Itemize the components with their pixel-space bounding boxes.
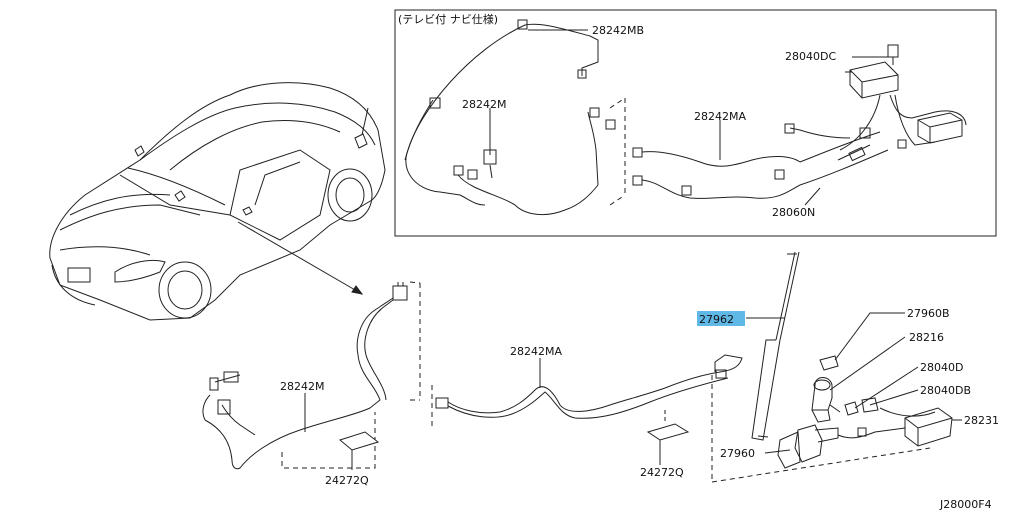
- car-illustration: [49, 82, 386, 321]
- label-inset-28242MA: 28242MA: [694, 110, 746, 123]
- main-harness-middle: [431, 354, 931, 483]
- inset-note: (テレビ付 ナビ仕様): [398, 12, 498, 26]
- label-28060N: 28060N: [772, 206, 815, 219]
- label-main-28242M: 28242M: [280, 380, 324, 393]
- label-27962: 27962: [699, 313, 734, 326]
- label-inset-28242M: 28242M: [462, 98, 506, 111]
- antenna-assembly: [751, 251, 953, 469]
- label-28040DC: 28040DC: [785, 50, 836, 63]
- label-24272Q-left: 24272Q: [325, 474, 369, 487]
- label-28231: 28231: [964, 414, 999, 427]
- label-28216: 28216: [909, 331, 944, 344]
- main-harness-left: [202, 281, 421, 470]
- label-28242MB: 28242MB: [592, 24, 644, 37]
- label-28040D: 28040D: [920, 361, 963, 374]
- highlight-27962: [697, 311, 745, 326]
- inset-frame: [394, 9, 997, 237]
- label-28040DB: 28040DB: [920, 384, 971, 397]
- label-main-28242MA: 28242MA: [510, 345, 562, 358]
- connector-top: [392, 285, 408, 301]
- diagram-code: J28000F4: [939, 498, 992, 511]
- label-24272Q-right: 24272Q: [640, 466, 684, 479]
- label-27960B: 27960B: [907, 307, 950, 320]
- inset-harness: [404, 19, 967, 216]
- label-27960: 27960: [720, 447, 755, 460]
- pointer-arrow: [237, 221, 363, 295]
